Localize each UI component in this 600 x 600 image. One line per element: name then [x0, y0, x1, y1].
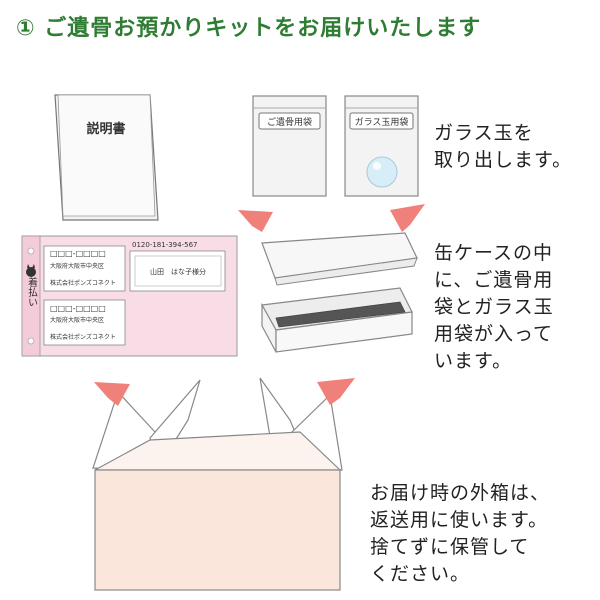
- bone-bag: ご遺骨用袋: [252, 95, 327, 197]
- postal-code-1: □□□-□□□□: [50, 249, 106, 258]
- booklet-label: 説明書: [86, 121, 125, 137]
- arrow-left-box: [94, 382, 130, 406]
- company-2: 株式会社ポンズコネクト: [50, 333, 116, 341]
- pointer-arrows: [94, 204, 425, 406]
- note-line: ガラス玉を: [434, 122, 534, 144]
- bone-bag-label: ご遺骨用袋: [267, 116, 312, 128]
- shipping-label-sheet: 着払い □□□-□□□□ 大阪府大阪市中央区 株式会社ポンズコネクト 0120-…: [21, 235, 238, 357]
- note-line: います。: [434, 350, 513, 372]
- outer-box: [92, 377, 343, 591]
- address-1: 大阪府大阪市中央区: [50, 262, 104, 270]
- page-title: ① ご遺骨お預かりキットをお届けいたします: [16, 16, 482, 41]
- note-line: に、ご遺骨用: [434, 269, 554, 291]
- note-line: 袋とガラス玉: [434, 296, 554, 318]
- note-line: お届け時の外箱は、: [370, 482, 551, 504]
- arrow-right-can: [390, 204, 425, 232]
- note-line: 取り出します。: [434, 149, 573, 171]
- cat-icon: [26, 264, 36, 277]
- address-2: 大阪府大阪市中央区: [50, 316, 104, 324]
- arrow-left-can: [238, 210, 273, 232]
- payment-label: 着払い: [26, 276, 38, 307]
- note-line: 缶ケースの中: [434, 242, 554, 264]
- note-line: 用袋が入って: [434, 323, 554, 345]
- note-glass-ball: ガラス玉を 取り出します。: [434, 120, 572, 174]
- glass-ball-bag: ガラス玉用袋: [344, 95, 419, 197]
- glass-ball: [366, 156, 398, 188]
- glass-bag-label: ガラス玉用袋: [355, 116, 409, 128]
- postal-code-2: □□□-□□□□: [50, 304, 106, 313]
- instruction-booklet: 説明書: [54, 94, 159, 221]
- note-line: 捨てずに保管して: [370, 536, 530, 558]
- arrow-right-box: [317, 378, 355, 405]
- note-outer-box: お届け時の外箱は、 返送用に使います。 捨てずに保管して ください。: [370, 480, 550, 588]
- can-case: [261, 232, 418, 353]
- note-line: ください。: [370, 563, 471, 585]
- note-can-case: 缶ケースの中 に、ご遺骨用 袋とガラス玉 用袋が入って います。: [434, 240, 554, 375]
- company-1: 株式会社ポンズコネクト: [50, 279, 116, 287]
- note-line: 返送用に使います。: [370, 509, 549, 531]
- recipient-name: 山田 はな子様分: [150, 267, 206, 276]
- phone-number: 0120-181-394-567: [132, 241, 197, 249]
